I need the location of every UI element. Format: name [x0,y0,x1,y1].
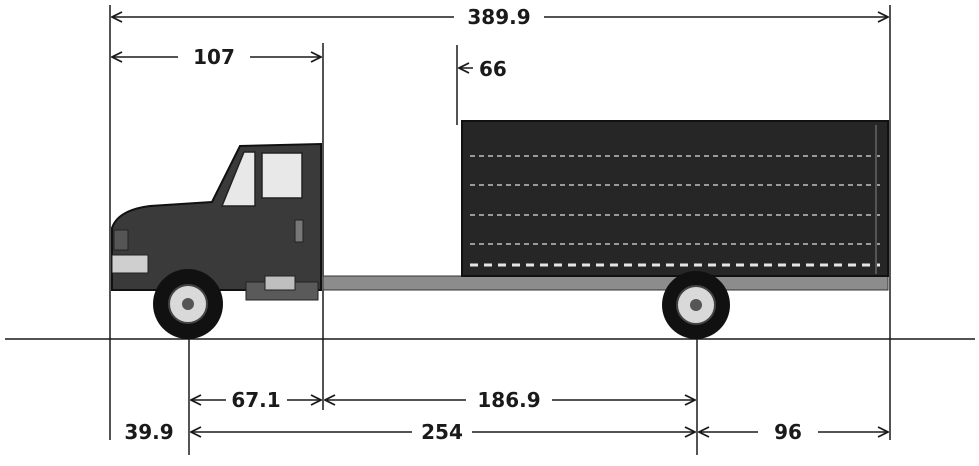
frame-rail [322,275,889,291]
fuel-tank [264,275,296,291]
cab-to-body-gap-label: 66 [479,57,507,81]
headlight [113,229,129,251]
cab-to-rear-axle-label: 186.9 [477,388,540,412]
front-bumper [111,254,149,274]
front-overhang-label: 39.9 [124,420,173,444]
dimension-lines [112,17,888,432]
cargo-body-panel [461,120,889,277]
front-axle-to-cab-label: 67.1 [231,388,280,412]
side-window [261,152,303,199]
cargo-body [461,120,889,277]
dimension-labels: 389.9 107 66 67.1 186.9 39.9 254 96 [124,5,802,444]
door-handle [294,219,304,243]
overall-length-label: 389.9 [467,5,530,29]
front-hub [182,298,194,310]
rear-wheel [662,271,730,339]
wheelbase-label: 254 [421,420,463,444]
cab-length-label: 107 [193,45,235,69]
rear-overhang-label: 96 [774,420,802,444]
rear-hub [690,299,702,311]
windshield [220,151,256,207]
front-wheel [153,269,223,339]
extension-lines [109,5,891,455]
truck-cab [111,142,322,301]
